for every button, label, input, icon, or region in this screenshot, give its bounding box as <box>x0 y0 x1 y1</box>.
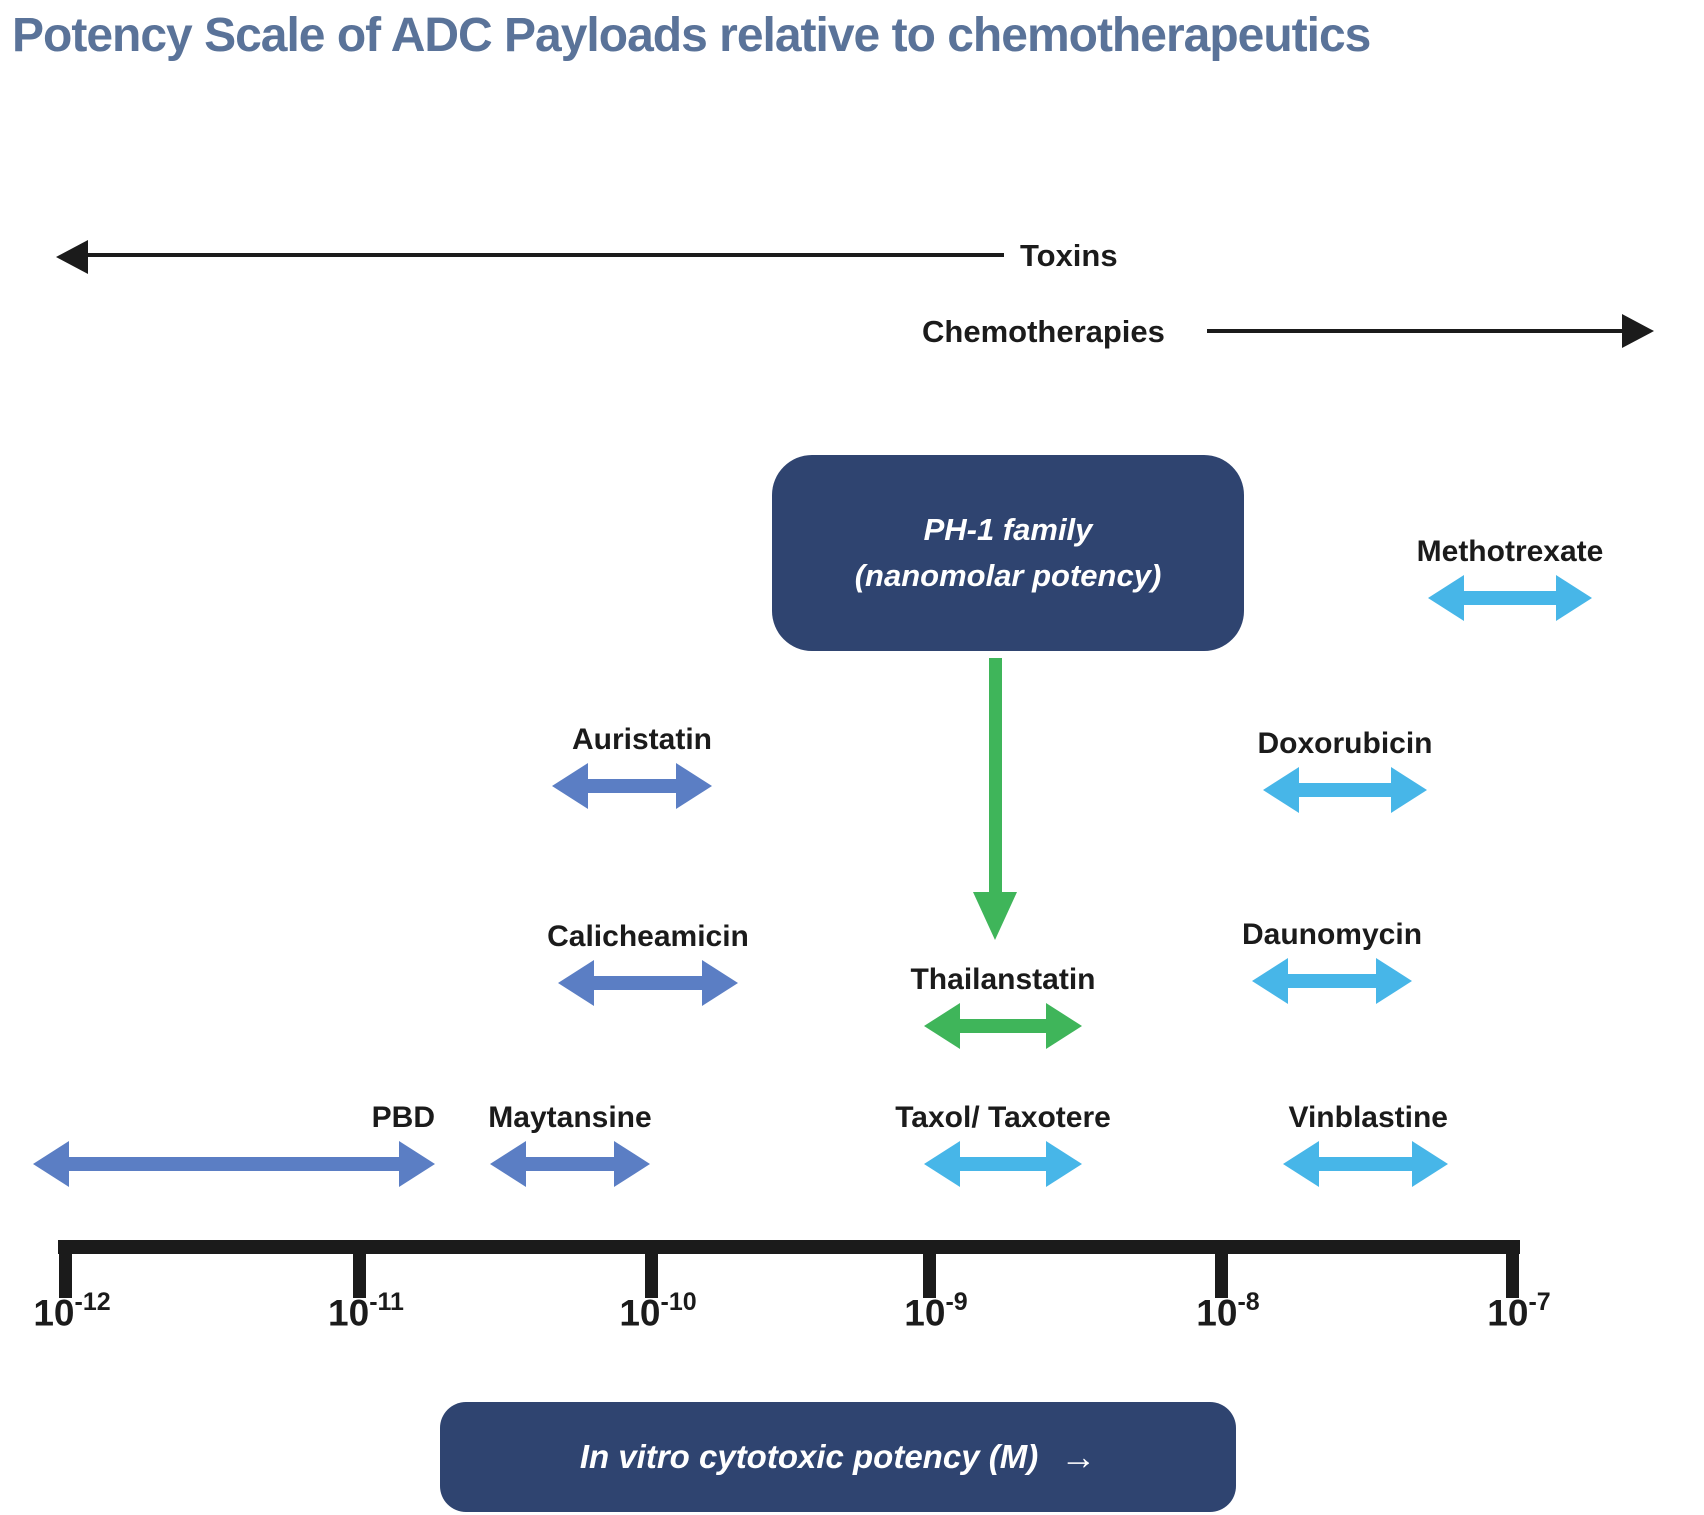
drug-label: Auristatin <box>571 723 712 756</box>
ph1-pointer-arrow-icon <box>973 658 1017 940</box>
range-double-arrow-icon <box>924 1141 1082 1187</box>
axis-tick-label: 10-10 <box>619 1288 697 1334</box>
toxins-arrow-line <box>84 253 1004 257</box>
toxins-label: Toxins <box>1020 238 1118 273</box>
ph1-pointer-tip <box>973 892 1017 940</box>
ph1-box-line2: (nanomolar potency) <box>854 558 1162 593</box>
axis-tick <box>645 1252 658 1298</box>
range-double-arrow-icon <box>1252 958 1412 1004</box>
range-double-arrow-icon <box>924 1003 1082 1049</box>
drug-label: Methotrexate <box>1416 535 1604 568</box>
toxins-arrowhead-icon <box>56 240 88 274</box>
axis-tick-label: 10-9 <box>904 1288 968 1334</box>
axis-title-text: In vitro cytotoxic potency (M) <box>579 1438 1039 1475</box>
axis-tick-label: 10-12 <box>33 1288 111 1334</box>
range-double-arrow-icon <box>490 1141 650 1187</box>
ph1-pointer-shaft <box>988 658 1002 892</box>
range-double-arrow-icon <box>1263 767 1427 813</box>
range-double-arrow-icon <box>1428 575 1592 621</box>
drug-label: Calicheamicin <box>547 920 749 953</box>
ph1-box-line1: PH-1 family <box>923 512 1093 547</box>
figure-title: Potency Scale of ADC Payloads relative t… <box>12 9 1371 62</box>
axis-title-box: In vitro cytotoxic potency (M) → <box>440 1402 1236 1512</box>
drug-vinblastine: Vinblastine <box>1283 1101 1448 1187</box>
axis-tick <box>1215 1252 1228 1298</box>
drug-thailanstatin: Thailanstatin <box>910 963 1096 1049</box>
axis-tick <box>1506 1252 1519 1298</box>
drug-doxorubicin: Doxorubicin <box>1257 727 1433 813</box>
drug-label: Vinblastine <box>1288 1101 1449 1134</box>
range-double-arrow-icon <box>558 960 738 1006</box>
drug-calicheamicin: Calicheamicin <box>547 920 749 1006</box>
drug-label: Taxol/ Taxotere <box>895 1101 1111 1134</box>
axis-tick <box>59 1252 72 1298</box>
drug-label: Doxorubicin <box>1257 727 1433 760</box>
drug-pbd: PBD <box>33 1101 435 1187</box>
drug-label: PBD <box>371 1101 435 1134</box>
drug-label: Thailanstatin <box>910 963 1096 996</box>
drug-taxol-taxotere: Taxol/ Taxotere <box>895 1101 1111 1187</box>
chemotherapies-arrow-line <box>1207 329 1622 333</box>
chemotherapies-arrowhead-icon <box>1622 314 1654 348</box>
axis-tick-label: 10-8 <box>1196 1288 1260 1334</box>
axis-tick <box>923 1252 936 1298</box>
potency-axis-line <box>58 1240 1520 1254</box>
range-double-arrow-icon <box>1283 1141 1448 1187</box>
drug-label: Daunomycin <box>1241 918 1423 951</box>
axis-tick-label: 10-7 <box>1487 1288 1551 1334</box>
drug-maytansine: Maytansine <box>488 1101 652 1187</box>
drug-auristatin: Auristatin <box>552 723 712 809</box>
range-double-arrow-icon <box>552 763 712 809</box>
ph1-family-box: PH-1 family (nanomolar potency) <box>772 455 1244 651</box>
range-double-arrow-icon <box>33 1141 435 1187</box>
drug-label: Maytansine <box>488 1101 652 1134</box>
right-arrow-icon: → <box>1060 1436 1097 1477</box>
chemotherapies-label: Chemotherapies <box>922 314 1165 349</box>
axis-tick <box>353 1252 366 1298</box>
axis-tick-label: 10-11 <box>328 1288 404 1334</box>
drug-daunomycin: Daunomycin <box>1242 918 1422 1004</box>
drug-methotrexate: Methotrexate <box>1417 535 1603 621</box>
